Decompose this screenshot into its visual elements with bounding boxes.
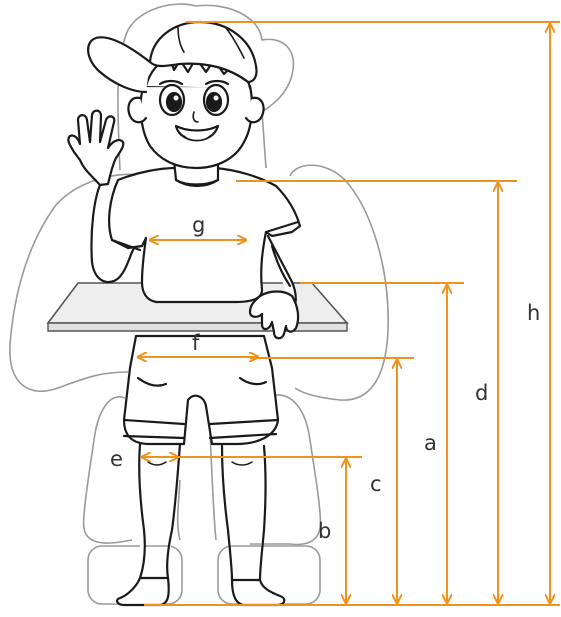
label-f: f [192,331,200,355]
label-g: g [192,213,205,237]
label-d: d [475,381,488,405]
label-c: c [370,472,382,496]
label-h: h [527,301,540,325]
label-b: b [318,519,331,543]
label-a: a [424,431,437,455]
label-e: e [110,447,123,471]
